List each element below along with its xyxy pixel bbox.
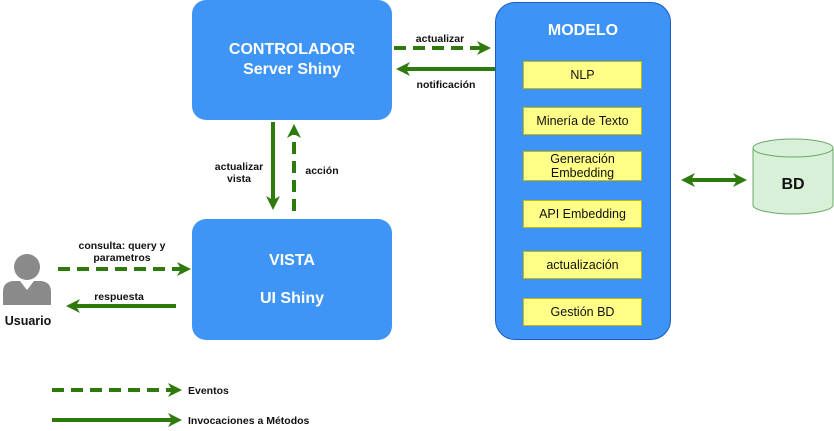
label-actualizar-vista: actualizar vista — [214, 161, 264, 185]
modelo-item-api: API Embedding — [523, 200, 642, 228]
controlador-subtitle: Server Shiny — [243, 61, 341, 78]
modelo-item-gestion: Gestión BD — [523, 298, 642, 326]
modelo-item-generacion: Generación Embedding — [523, 151, 642, 181]
label-consulta: consulta: query y parametros — [78, 240, 166, 264]
modelo-item-nlp: NLP — [523, 61, 642, 89]
label-notificacion: notificación — [416, 79, 476, 91]
label-actualizar: actualizar — [415, 33, 465, 45]
vista-subtitle: UI Shiny — [259, 289, 324, 307]
controlador-title: CONTROLADOR — [228, 41, 356, 58]
modelo-item-mineria: Minería de Texto — [523, 107, 642, 135]
usuario-label: Usuario — [4, 314, 52, 328]
modelo-title: MODELO — [547, 22, 619, 39]
vista-title: VISTA — [269, 251, 315, 269]
legend-invocaciones: Invocaciones a Métodos — [188, 415, 310, 427]
vista-box: VISTA UI Shiny — [192, 219, 392, 340]
user-icon — [3, 254, 51, 305]
legend-eventos: Eventos — [188, 385, 229, 397]
bd-label: BD — [781, 176, 805, 193]
label-respuesta: respuesta — [94, 291, 144, 303]
modelo-item-actualizacion: actualización — [523, 251, 642, 279]
controlador-box: CONTROLADOR Server Shiny — [192, 0, 392, 120]
label-accion: acción — [305, 165, 339, 177]
database-icon — [752, 138, 834, 215]
